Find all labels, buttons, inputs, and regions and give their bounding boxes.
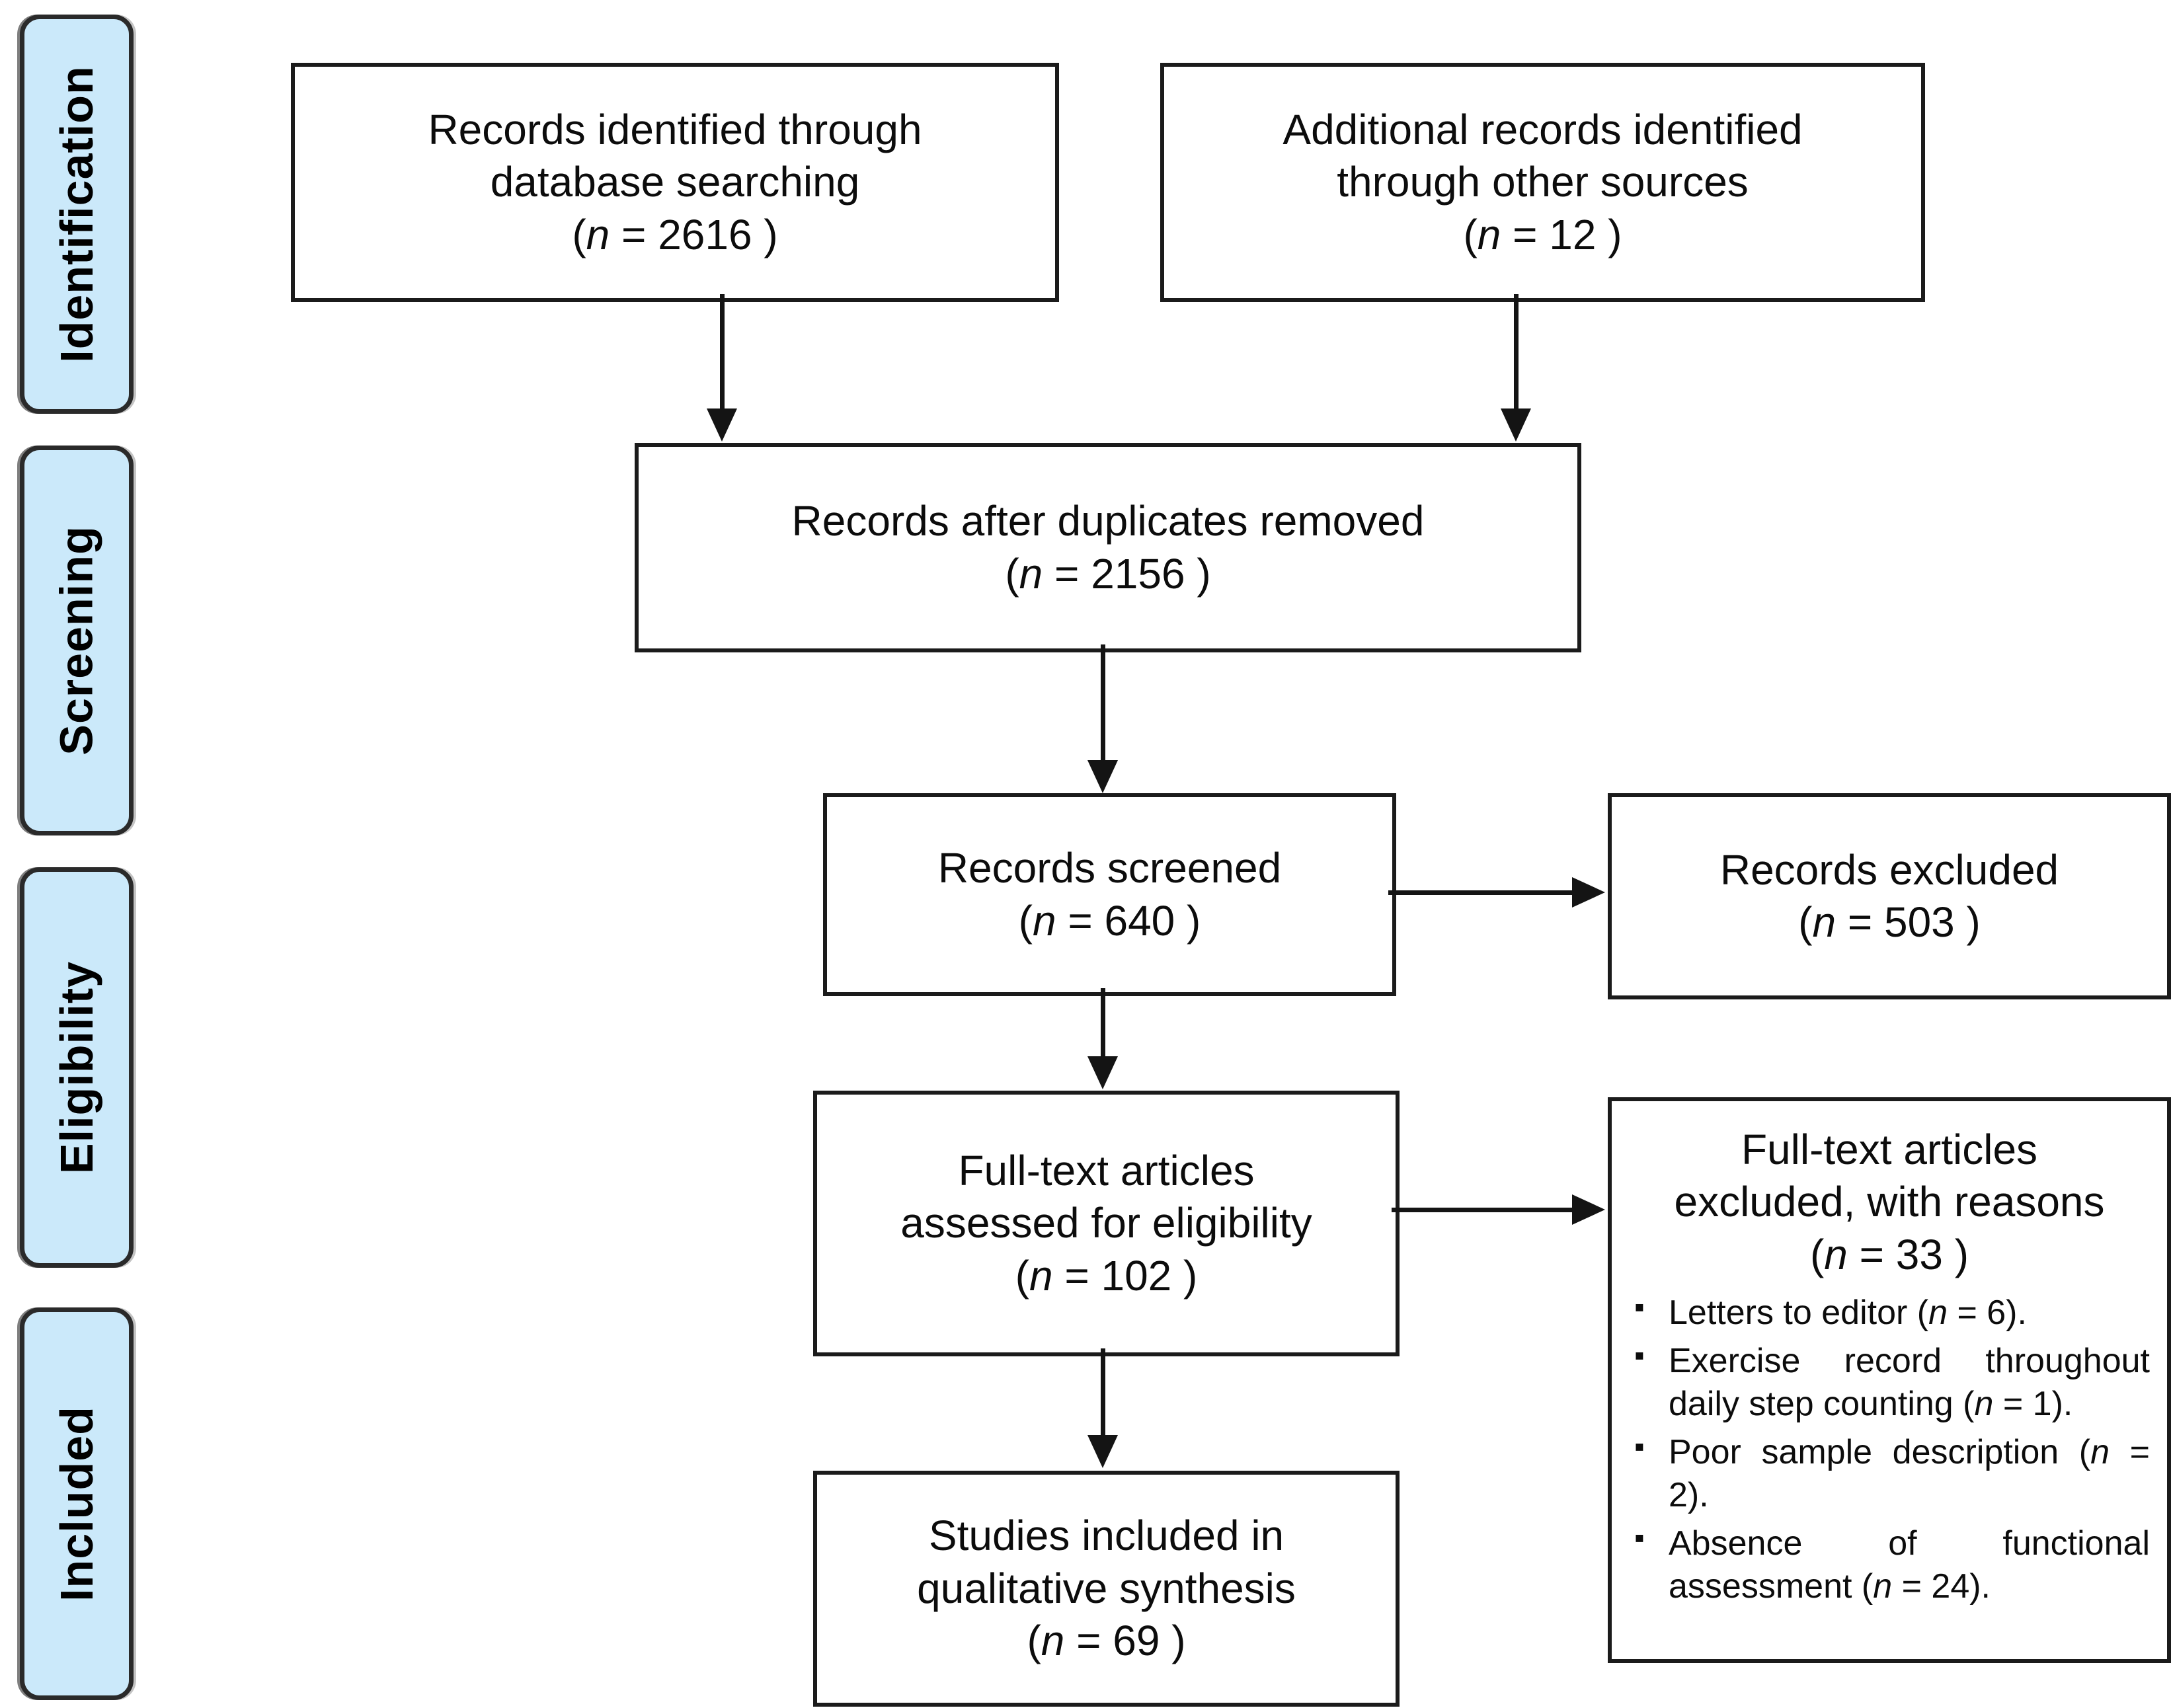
arrow-head-icon	[707, 408, 737, 442]
exclusion-reason-item: ▪ Letters to editor (n = 6).	[1634, 1291, 2150, 1335]
box-text-line: through other sources	[1337, 158, 1749, 206]
box-fulltext-assessed: Full-text articles assessed for eligibil…	[813, 1091, 1400, 1356]
box-text-line: Records after duplicates removed	[791, 497, 1425, 545]
exclusion-reason-text: Letters to editor (n = 6).	[1669, 1294, 2027, 1333]
arrow-head-icon	[1501, 408, 1531, 442]
box-text-line: Records identified through	[428, 105, 922, 153]
stage-eligibility: Eligibility	[20, 867, 134, 1268]
box-n-count: (n = 2616 )	[572, 210, 778, 258]
box-text-line: Additional records identified	[1283, 105, 1803, 153]
stage-included: Included	[20, 1307, 134, 1700]
arrow-line	[720, 294, 725, 408]
arrow-head-icon	[1087, 760, 1118, 793]
stage-eligibility-label: Eligibility	[51, 960, 103, 1175]
box-n-count: (n = 33 )	[1809, 1230, 1969, 1278]
box-n-count: (n = 69 )	[1027, 1617, 1186, 1665]
box-text-line: Full-text articles	[958, 1146, 1255, 1194]
exclusion-reason-text: Exercise record throughout daily step co…	[1669, 1342, 2150, 1424]
box-records-excluded: Records excluded (n = 503 )	[1608, 793, 2171, 999]
box-n-count: (n = 102 )	[1015, 1251, 1198, 1300]
bullet-icon: ▪	[1634, 1291, 1645, 1324]
bullet-icon: ▪	[1634, 1430, 1645, 1463]
box-fulltext-excluded-reasons: Full-text articles excluded, with reason…	[1608, 1097, 2171, 1663]
box-text-line: Records screened	[937, 844, 1282, 892]
box-n-count: (n = 503 )	[1798, 898, 1981, 946]
box-n-count: (n = 640 )	[1018, 896, 1201, 945]
exclusion-reason-item: ▪ Absence of functional assessment (n = …	[1634, 1522, 2150, 1608]
arrow-head-icon	[1087, 1435, 1118, 1468]
box-n-count: (n = 2156 )	[1005, 549, 1211, 598]
exclusion-reasons-list: ▪ Letters to editor (n = 6). ▪ Exercise …	[1612, 1291, 2167, 1613]
exclusion-reason-text: Poor sample description (n = 2).	[1669, 1433, 2150, 1515]
arrow-line	[1101, 1348, 1105, 1435]
bullet-icon: ▪	[1634, 1339, 1645, 1372]
stage-screening: Screening	[20, 446, 134, 835]
exclusion-reason-item: ▪ Poor sample description (n = 2).	[1634, 1430, 2150, 1517]
box-text-line: database searching	[490, 158, 860, 206]
stage-screening-label: Screening	[51, 525, 103, 756]
arrow-line	[1101, 644, 1105, 760]
exclusion-reason-item: ▪ Exercise record throughout daily step …	[1634, 1339, 2150, 1426]
box-records-identified-database: Records identified through database sear…	[291, 63, 1059, 302]
stage-included-label: Included	[51, 1406, 103, 1602]
arrow-line	[1392, 1208, 1572, 1212]
arrow-line	[1514, 294, 1519, 408]
arrow-head-icon	[1572, 1194, 1605, 1225]
bullet-icon: ▪	[1634, 1522, 1645, 1555]
stage-identification-label: Identification	[51, 65, 102, 363]
box-text-line: Full-text articles	[1741, 1126, 2038, 1173]
box-text-line: qualitative synthesis	[917, 1564, 1296, 1612]
box-records-screened: Records screened (n = 640 )	[823, 793, 1396, 996]
arrow-line	[1388, 890, 1572, 895]
stage-identification: Identification	[20, 15, 134, 414]
arrow-head-icon	[1087, 1056, 1118, 1089]
box-records-after-duplicates-removed: Records after duplicates removed (n = 21…	[635, 443, 1581, 652]
box-text-line: Studies included in	[928, 1512, 1284, 1560]
box-studies-included-qualitative: Studies included in qualitative synthesi…	[813, 1471, 1400, 1707]
box-additional-records-other-sources: Additional records identified through ot…	[1160, 63, 1925, 302]
arrow-head-icon	[1572, 877, 1605, 908]
arrow-line	[1101, 988, 1105, 1056]
box-n-count: (n = 12 )	[1463, 210, 1622, 258]
box-text-line: excluded, with reasons	[1674, 1178, 2105, 1226]
box-text-line: Records excluded	[1719, 845, 2059, 894]
exclusion-reason-text: Absence of functional assessment (n = 24…	[1669, 1524, 2150, 1606]
box-text-line: assessed for eligibility	[900, 1199, 1312, 1247]
